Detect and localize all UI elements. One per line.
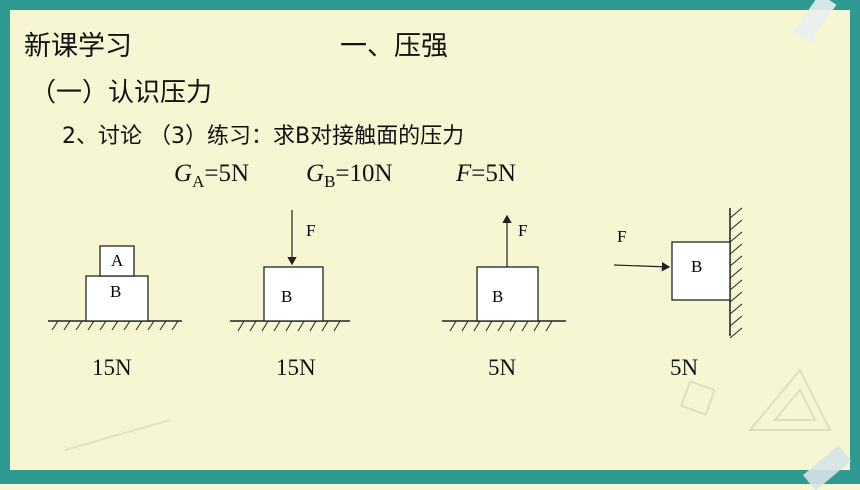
figure-3: F B [442, 214, 566, 332]
ground-hatch [237, 320, 341, 332]
given-ga: GA=5N [174, 160, 249, 191]
block-b [671, 241, 731, 301]
ground-hatch [449, 320, 553, 332]
sticky-note-icon [680, 380, 716, 416]
given-f: F=5N [456, 160, 516, 187]
block-b [263, 266, 324, 322]
block-a [99, 245, 135, 277]
given-gb: GB=10N [306, 160, 393, 191]
subtitle: （一）认识压力 [30, 78, 213, 108]
frame-left [0, 0, 10, 484]
force-label: F [518, 221, 527, 240]
answer-4: 5N [670, 355, 699, 380]
block-b-label: B [691, 257, 702, 276]
force-label: F [306, 221, 315, 240]
frame-bottom [0, 470, 860, 484]
answer-3: 5N [488, 355, 517, 380]
force-arrow-right [613, 261, 671, 272]
pencil-doodle-icon [64, 419, 171, 451]
block-b-label: B [110, 282, 121, 301]
figure-4: F B [613, 207, 743, 339]
figure-2: F B [230, 210, 350, 332]
figure-1: A B [48, 245, 182, 331]
wall-hatch [729, 207, 743, 339]
answer-2: 15N [276, 355, 316, 380]
triangle-ruler-icon [747, 368, 832, 431]
question-text: 2、讨论 （3）练习：求B对接触面的压力 [62, 124, 465, 149]
frame-top [0, 0, 860, 10]
section-label: 新课学习 [24, 31, 132, 62]
block-a-label: A [111, 251, 124, 270]
page-title: 一、压强 [340, 31, 448, 62]
block-b-label: B [281, 287, 292, 306]
block-b [476, 266, 539, 322]
ground-hatch [51, 320, 179, 331]
answer-1: 15N [92, 355, 132, 380]
frame-right [850, 0, 860, 484]
force-label: F [617, 227, 626, 246]
block-b [85, 275, 149, 322]
block-b-label: B [492, 287, 503, 306]
